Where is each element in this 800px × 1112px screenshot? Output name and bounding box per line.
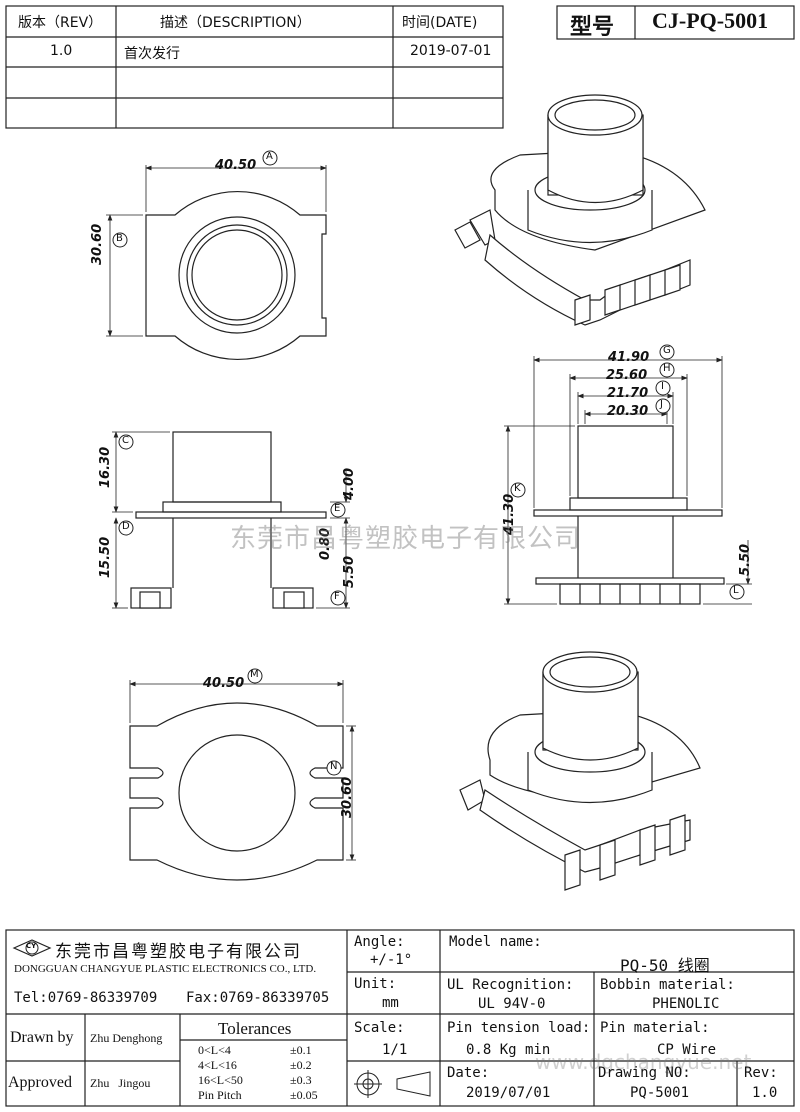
marker-k: K [514, 483, 521, 494]
unit-value: mm [382, 995, 399, 1011]
rev-label-footer: Rev: [744, 1065, 778, 1081]
model-name-label: Model name: [449, 934, 542, 950]
model-name-value: PQ-50 线圈 [620, 956, 710, 975]
dim-i: 21.70 [607, 386, 649, 401]
date-value: 2019-07-01 [410, 43, 492, 59]
projection-symbol-icon [354, 1070, 431, 1098]
approved-label: Approved [8, 1074, 72, 1091]
company-name-cn: 东莞市昌粤塑胶电子有限公司 [55, 942, 302, 962]
pin-material-value: CP Wire [657, 1042, 717, 1058]
tol-range-4: Pin Pitch [198, 1088, 242, 1102]
dim-n: 30.60 [340, 776, 355, 818]
description-value: 首次发行 [124, 46, 180, 62]
tol-range-1: 0<L<4 [198, 1043, 231, 1057]
model-label: 型号 [570, 15, 615, 40]
bottom-view [129, 680, 356, 881]
angle-label: Angle: [354, 934, 405, 950]
ul-label: UL Recognition: [447, 977, 574, 993]
rev-value: 1.0 [50, 43, 73, 59]
drawn-by: Zhu Denghong [90, 1031, 163, 1045]
description-header: 描述（DESCRIPTION） [160, 15, 311, 31]
angle-value: +/-1° [370, 952, 413, 968]
date-value-footer: 2019/07/01 [466, 1085, 551, 1101]
dim-a: 40.50 [215, 158, 257, 173]
drawing-no-label: Drawing NO: [598, 1065, 691, 1081]
marker-b: B [116, 233, 123, 244]
tol-value-4: ±0.05 [290, 1088, 318, 1102]
logo-text: CY [26, 942, 37, 950]
approved-by: Zhu Jingou [90, 1076, 151, 1090]
dim-b: 30.60 [90, 223, 105, 265]
dimension-markers [112, 150, 745, 776]
watermark-url: www.dgchangyue.net [535, 1050, 752, 1074]
dim-e: 4.00 [342, 467, 357, 500]
tol-value-2: ±0.2 [290, 1058, 312, 1072]
scale-label: Scale: [354, 1020, 405, 1036]
isometric-view-top [454, 94, 706, 326]
watermark: 东莞市昌粤塑胶电子有限公司 [230, 524, 582, 554]
dim-j: 20.30 [607, 404, 649, 419]
marker-d: D [122, 521, 130, 532]
marker-n: N [330, 761, 338, 772]
scale-value: 1/1 [382, 1042, 408, 1058]
dim-m: 40.50 [203, 676, 245, 691]
dim-f: 5.50 [342, 555, 357, 588]
unit-label: Unit: [354, 976, 397, 992]
bobbin-value: PHENOLIC [652, 996, 720, 1012]
rev-header: 版本（REV） [18, 15, 103, 31]
marker-e: E [334, 503, 341, 514]
rev-value-footer: 1.0 [752, 1085, 778, 1101]
marker-m: M [250, 669, 259, 680]
marker-i: I [661, 381, 664, 392]
company-name-en: DONGGUAN CHANGYUE PLASTIC ELECTRONICS CO… [14, 963, 317, 975]
tol-range-2: 4<L<16 [198, 1058, 237, 1072]
marker-a: A [266, 151, 273, 162]
dim-d: 15.50 [98, 536, 113, 578]
fax: Fax:0769-86339705 [186, 990, 330, 1006]
tol-value-1: ±0.1 [290, 1043, 312, 1057]
tel: Tel:0769-86339709 [14, 990, 158, 1006]
ul-value: UL 94V-0 [478, 996, 546, 1012]
pin-material-label: Pin material: [600, 1020, 710, 1036]
marker-f: F [334, 591, 340, 602]
bobbin-label: Bobbin material: [600, 977, 735, 993]
side-view [112, 431, 350, 609]
marker-g: G [663, 345, 671, 356]
pin-tension-label: Pin tension load: [447, 1020, 591, 1036]
pin-tension-value: 0.8 Kg min [466, 1042, 551, 1058]
dim-g: 41.90 [608, 350, 650, 365]
dim-h: 25.60 [606, 368, 648, 383]
isometric-view-bottom [459, 651, 701, 891]
company-logo [12, 939, 52, 957]
tolerances-label: Tolerances [218, 1019, 292, 1038]
marker-c: C [122, 435, 129, 446]
marker-h: H [663, 363, 671, 374]
drawn-by-label: Drawn by [10, 1029, 74, 1046]
dim-c: 16.30 [98, 446, 113, 488]
date-label: Date: [447, 1065, 490, 1081]
front-view [504, 356, 752, 605]
drawing-no-value: PQ-5001 [630, 1085, 690, 1101]
tol-value-3: ±0.3 [290, 1073, 312, 1087]
top-view [106, 165, 327, 360]
model-number: CJ-PQ-5001 [652, 8, 769, 33]
tol-range-3: 16<L<50 [198, 1073, 243, 1087]
date-header: 时间(DATE) [402, 15, 478, 31]
marker-l: L [733, 585, 739, 596]
dim-l: 5.50 [738, 543, 753, 576]
marker-j: J [660, 399, 663, 410]
